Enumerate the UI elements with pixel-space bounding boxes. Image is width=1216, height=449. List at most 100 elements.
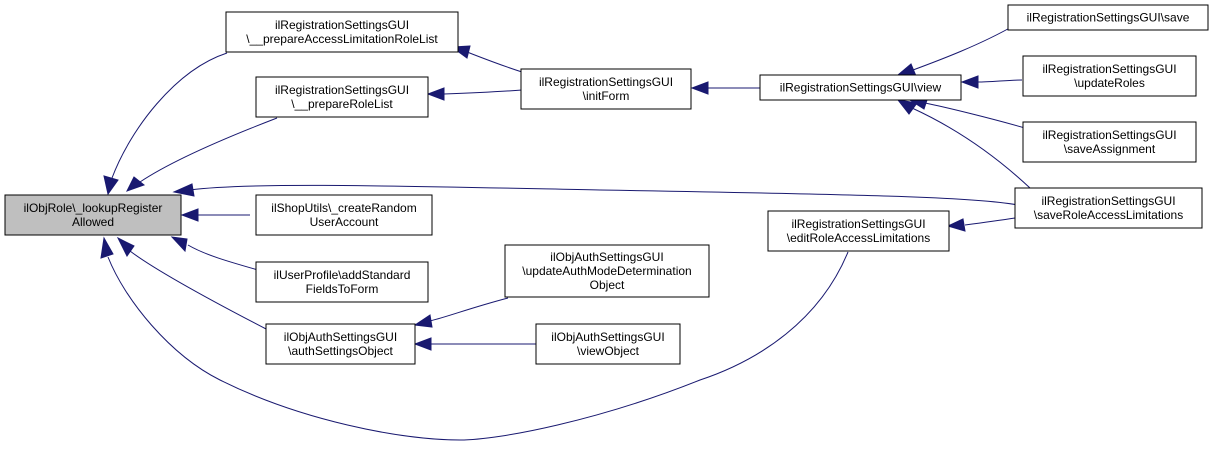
node-saveRoleAcc[interactable]: ilRegistrationSettingsGUI\saveRoleAccess… (1014, 187, 1203, 229)
edge-initForm-to-prepAccess (450, 45, 523, 73)
node-box (255, 194, 433, 236)
node-viewObject[interactable]: ilObjAuthSettingsGUI\viewObject (535, 323, 681, 365)
edge-initForm-to-prepRole (426, 87, 523, 101)
node-box (4, 194, 182, 236)
node-label-line: \saveRoleAccessLimitations (1034, 208, 1183, 222)
arrowhead (426, 87, 445, 101)
node-label-line: FieldsToForm (306, 282, 379, 296)
arrowhead (896, 63, 917, 77)
arrowhead (946, 218, 966, 232)
edge-line (189, 184, 1019, 206)
node-label-line: ilRegistrationSettingsGUI (791, 217, 925, 231)
node-box (767, 210, 950, 252)
edge-saveRoleAcc-to-editRoleAcc (946, 217, 1016, 232)
arrowhead (180, 208, 199, 222)
edge-editRoleAcc-to-lookup (100, 236, 849, 441)
node-label-line: ilRegistrationSettingsGUI\view (780, 81, 942, 95)
node-initForm[interactable]: ilRegistrationSettingsGUI\initForm (520, 68, 692, 110)
node-label-line: \__prepareAccessLimitationRoleList (246, 32, 438, 46)
arrowhead (170, 236, 188, 253)
arrowhead (413, 337, 432, 351)
node-view[interactable]: ilRegistrationSettingsGUI\view (759, 74, 962, 101)
node-label-line: Allowed (72, 215, 114, 229)
edge-line (911, 107, 1031, 189)
edge-line (466, 51, 523, 73)
node-label-line: ilObjAuthSettingsGUI (550, 250, 663, 264)
edge-line (924, 102, 1026, 129)
node-label-line: ilRegistrationSettingsGUI (539, 75, 673, 89)
node-updateRoles[interactable]: ilRegistrationSettingsGUI\updateRoles (1022, 55, 1197, 97)
node-updateAuth[interactable]: ilObjAuthSettingsGUI\updateAuthModeDeter… (504, 244, 710, 298)
node-label-line: ilUserProfile\addStandard (274, 268, 411, 282)
node-label-line: ilObjAuthSettingsGUI (551, 330, 664, 344)
edge-line (912, 24, 1016, 71)
arrowhead (125, 176, 146, 192)
node-label-line: \saveAssignment (1064, 142, 1156, 156)
edge-userProfile-to-lookup (170, 236, 259, 271)
arrowhead (896, 99, 918, 115)
edge-view-to-initForm (690, 81, 762, 95)
edge-prepAccess-to-lookup (103, 52, 228, 196)
node-label-line: ilObjRole\_lookupRegister (24, 201, 163, 215)
edge-line (429, 297, 509, 322)
edge-line (139, 117, 278, 183)
node-label-line: \updateRoles (1074, 76, 1145, 90)
node-label-line: ilObjAuthSettingsGUI (284, 330, 397, 344)
arrowhead (116, 236, 135, 257)
edge-saveRoleAcc-to-lookup (172, 183, 1019, 206)
node-label-line: \updateAuthModeDetermination (522, 264, 691, 278)
edge-updateAuth-to-authSettings (413, 297, 509, 328)
edge-viewObject-to-authSettings (413, 337, 536, 351)
edge-line (187, 244, 259, 271)
node-label-line: ilRegistrationSettingsGUI (275, 83, 409, 97)
node-editRoleAcc[interactable]: ilRegistrationSettingsGUI\editRoleAccess… (767, 210, 950, 252)
edge-prepRole-to-lookup (125, 117, 278, 192)
node-box (1022, 121, 1197, 163)
node-label-line: ilRegistrationSettingsGUI (1042, 128, 1176, 142)
node-box (504, 244, 710, 298)
node-label-line: \viewObject (577, 344, 640, 358)
node-box (255, 261, 429, 303)
edge-save-to-view (896, 24, 1016, 77)
node-box (535, 323, 681, 365)
node-box (265, 323, 416, 365)
node-label-line: ilRegistrationSettingsGUI\save (1027, 11, 1190, 25)
node-box (1022, 55, 1197, 97)
node-label-line: \editRoleAccessLimitations (787, 231, 930, 245)
node-prepAccess[interactable]: ilRegistrationSettingsGUI\__prepareAcces… (225, 11, 459, 53)
node-box (759, 74, 962, 101)
arrowhead (100, 236, 114, 259)
node-label-line: \authSettingsObject (288, 344, 393, 358)
node-saveAssign[interactable]: ilRegistrationSettingsGUI\saveAssignment (1022, 121, 1197, 163)
node-authSettings[interactable]: ilObjAuthSettingsGUI\authSettingsObject (265, 323, 416, 365)
node-label-line: UserAccount (310, 215, 379, 229)
edge-line (129, 250, 269, 331)
edge-line (443, 89, 523, 95)
edge-line (964, 217, 1016, 226)
arrowhead (960, 75, 979, 89)
node-box (225, 11, 459, 53)
arrowhead (690, 81, 709, 95)
node-box (255, 76, 429, 118)
node-save[interactable]: ilRegistrationSettingsGUI\save (1007, 4, 1209, 31)
edge-saveRoleAcc-to-view (896, 99, 1031, 189)
node-box (1014, 187, 1203, 229)
node-label-line: Object (590, 278, 625, 292)
edge-line (977, 79, 1023, 83)
edge-line (107, 251, 849, 441)
edge-authSettings-to-lookup (116, 236, 269, 331)
node-label-line: ilRegistrationSettingsGUI (1042, 62, 1176, 76)
edges (100, 24, 1031, 441)
node-box (1007, 4, 1209, 31)
arrowhead (103, 175, 119, 196)
node-label-line: ilShopUtils\_createRandom (271, 201, 416, 215)
node-box (520, 68, 692, 110)
node-label-line: ilRegistrationSettingsGUI (1041, 194, 1175, 208)
arrowhead (172, 183, 195, 197)
node-prepRole[interactable]: ilRegistrationSettingsGUI\__prepareRoleL… (255, 76, 429, 118)
edge-updateRoles-to-view (960, 75, 1023, 89)
